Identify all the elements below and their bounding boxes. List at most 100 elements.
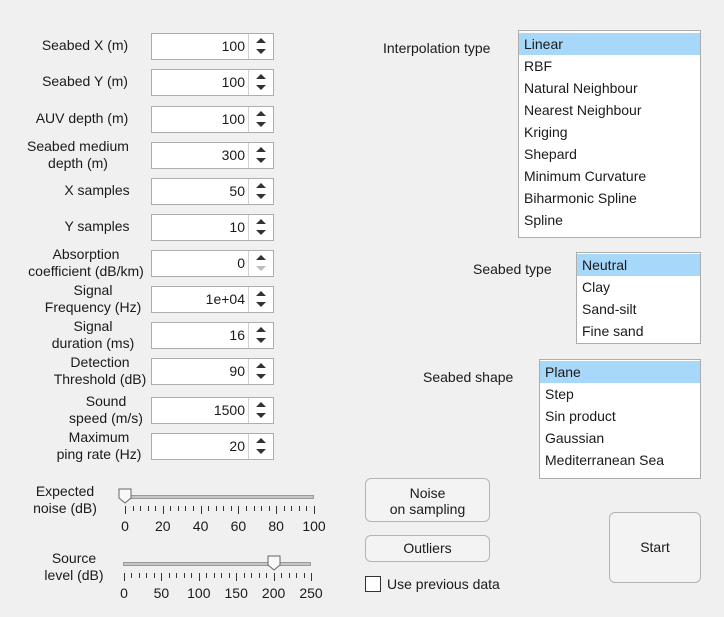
slider-tick	[245, 506, 247, 511]
param-value-field[interactable]: 1e+04	[205, 291, 245, 307]
param-spinner[interactable]: 100	[151, 106, 274, 133]
slider-tick-label: 0	[121, 518, 129, 534]
list-item[interactable]: Sand-silt	[582, 301, 637, 317]
param-value-field[interactable]: 1500	[213, 402, 245, 418]
source-slider-thumb[interactable]	[267, 555, 281, 571]
noise-slider-track[interactable]	[124, 495, 314, 499]
param-label: Signal duration (ms)	[51, 318, 135, 351]
slider-tick	[147, 506, 149, 511]
list-item[interactable]: Clay	[582, 279, 611, 295]
spinner-down-icon[interactable]	[256, 230, 266, 235]
list-item[interactable]: RBF	[524, 58, 552, 74]
list-item[interactable]: Sin product	[545, 408, 616, 424]
spinner-down-icon[interactable]	[256, 194, 266, 199]
list-item[interactable]: Fine sand	[582, 323, 644, 339]
spinner-down-icon[interactable]	[256, 374, 266, 379]
param-spinner[interactable]: 100	[151, 69, 274, 96]
list-item[interactable]: Kriging	[524, 124, 568, 140]
slider-tick	[200, 506, 202, 514]
spinner-up-icon[interactable]	[256, 327, 266, 332]
slider-tick-label: 0	[120, 585, 128, 601]
spinner-down-icon[interactable]	[256, 85, 266, 90]
list-item[interactable]: Gaussian	[545, 430, 605, 446]
spinner-down-icon[interactable]	[256, 338, 266, 343]
slider-tick-label: 100	[302, 518, 326, 534]
param-spinner[interactable]: 50	[151, 178, 274, 205]
spinner-down-icon[interactable]	[256, 266, 266, 271]
list-item[interactable]: Mediterranean Sea	[545, 452, 665, 468]
outliers-button[interactable]: Outliers	[365, 535, 490, 562]
param-spinner[interactable]: 100	[151, 33, 274, 60]
list-item[interactable]: Biharmonic Spline	[524, 190, 637, 206]
spinner-down-icon[interactable]	[256, 49, 266, 54]
list-item[interactable]: Neutral	[577, 254, 700, 276]
checkbox-box[interactable]	[365, 576, 381, 592]
slider-tick	[215, 506, 217, 511]
param-value-field[interactable]: 100	[221, 74, 245, 90]
spinner-arrows	[248, 215, 273, 240]
slider-tick	[276, 506, 278, 514]
param-value-field[interactable]: 10	[229, 219, 245, 235]
spinner-down-icon[interactable]	[256, 302, 266, 307]
noise-on-sampling-button[interactable]: Noise on sampling	[365, 478, 490, 522]
spinner-up-icon[interactable]	[256, 402, 266, 407]
param-spinner[interactable]: 0	[151, 250, 274, 277]
list-item[interactable]: Natural Neighbour	[524, 80, 638, 96]
spinner-up-icon[interactable]	[256, 183, 266, 188]
param-label: Seabed medium depth (m)	[27, 138, 129, 171]
spinner-up-icon[interactable]	[256, 438, 266, 443]
slider-tick	[243, 573, 245, 578]
param-spinner[interactable]: 90	[151, 358, 274, 385]
param-spinner[interactable]: 20	[151, 433, 274, 460]
param-value-field[interactable]: 16	[229, 327, 245, 343]
list-item[interactable]: Linear	[519, 33, 700, 55]
slider-tick	[131, 573, 133, 578]
param-value-field[interactable]: 90	[229, 363, 245, 379]
slider-tick-label: 50	[153, 585, 170, 601]
spinner-up-icon[interactable]	[256, 38, 266, 43]
param-spinner[interactable]: 300	[151, 142, 274, 169]
list-item[interactable]: Minimum Curvature	[524, 168, 647, 184]
param-spinner[interactable]: 16	[151, 322, 274, 349]
start-button[interactable]: Start	[609, 512, 701, 583]
interpolation-type-label: Interpolation type	[383, 40, 491, 56]
spinner-up-icon[interactable]	[256, 291, 266, 296]
spinner-up-icon[interactable]	[256, 219, 266, 224]
param-value-field[interactable]: 300	[221, 147, 245, 163]
param-value-field[interactable]: 50	[229, 183, 245, 199]
list-item[interactable]: Spline	[524, 212, 563, 228]
list-item[interactable]: Shepard	[524, 146, 577, 162]
param-label: Maximum ping rate (Hz)	[56, 429, 142, 462]
param-spinner[interactable]: 1500	[151, 397, 274, 424]
param-spinner[interactable]: 10	[151, 214, 274, 241]
param-label: Signal Frequency (Hz)	[44, 282, 142, 315]
spinner-down-icon[interactable]	[256, 449, 266, 454]
spinner-up-icon[interactable]	[256, 147, 266, 152]
source-slider-track[interactable]	[123, 562, 311, 566]
checkbox-label: Use previous data	[387, 576, 500, 592]
spinner-up-icon[interactable]	[256, 255, 266, 260]
spinner-down-icon[interactable]	[256, 158, 266, 163]
list-item[interactable]: Plane	[540, 361, 700, 383]
spinner-down-icon[interactable]	[256, 413, 266, 418]
param-value-field[interactable]: 100	[221, 38, 245, 54]
spinner-arrows	[248, 143, 273, 168]
spinner-up-icon[interactable]	[256, 111, 266, 116]
spinner-down-icon[interactable]	[256, 122, 266, 127]
param-value-field[interactable]: 20	[229, 438, 245, 454]
spinner-up-icon[interactable]	[256, 363, 266, 368]
list-item[interactable]: Step	[545, 386, 574, 402]
use-previous-data-checkbox[interactable]: Use previous data	[365, 575, 515, 595]
param-value-field[interactable]: 0	[237, 255, 245, 271]
noise-slider-thumb[interactable]	[118, 488, 132, 504]
list-item[interactable]: Nearest Neighbour	[524, 102, 642, 118]
slider-tick	[288, 573, 290, 578]
param-spinner[interactable]: 1e+04	[151, 286, 274, 313]
spinner-up-icon[interactable]	[256, 74, 266, 79]
param-value-field[interactable]: 100	[221, 111, 245, 127]
